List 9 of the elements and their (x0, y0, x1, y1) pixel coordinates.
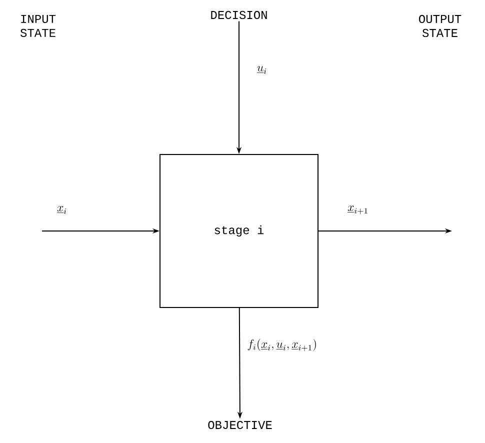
edge-label: $\underline{x}_{i+1}$ (346, 204, 370, 216)
edge-label: $\underline{x}_i$ (56, 205, 68, 215)
edge-label: $\underline{u}_i$ (256, 65, 268, 75)
node-label: OBJECTIVE (208, 420, 272, 430)
state-label: INPUT STATE (20, 14, 56, 37)
edge-label: $f_i(\underline{x}_i,\underline{u}_i,\underline{x}_{i+1})$ (246, 338, 318, 352)
node-label: DECISION (211, 10, 267, 20)
state-label: OUTPUT STATE (419, 14, 462, 38)
process-box: stage i (160, 154, 318, 308)
